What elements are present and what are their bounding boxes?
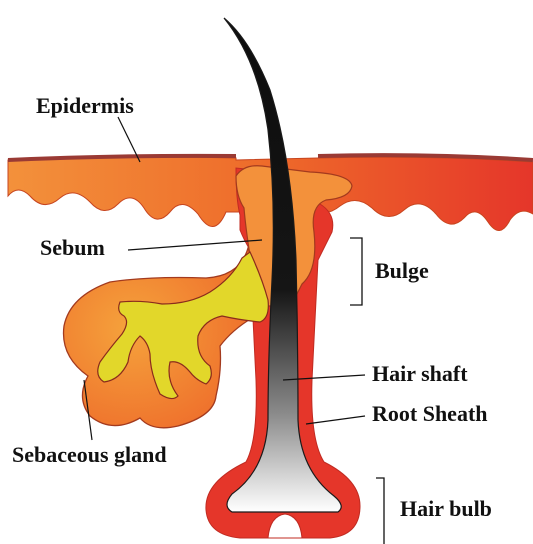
label-bulge: Bulge	[375, 258, 429, 283]
label-sebaceous-gland: Sebaceous gland	[12, 442, 167, 467]
label-hair-shaft: Hair shaft	[372, 361, 468, 386]
label-epidermis: Epidermis	[36, 93, 134, 118]
label-hair-bulb: Hair bulb	[400, 496, 492, 521]
label-sebum: Sebum	[40, 235, 105, 260]
bracket-bulge	[350, 238, 362, 305]
leader-sebum	[128, 240, 262, 250]
label-root-sheath: Root Sheath	[372, 401, 488, 426]
bracket-hair-bulb	[376, 478, 384, 544]
leader-root-sheath	[306, 416, 365, 424]
